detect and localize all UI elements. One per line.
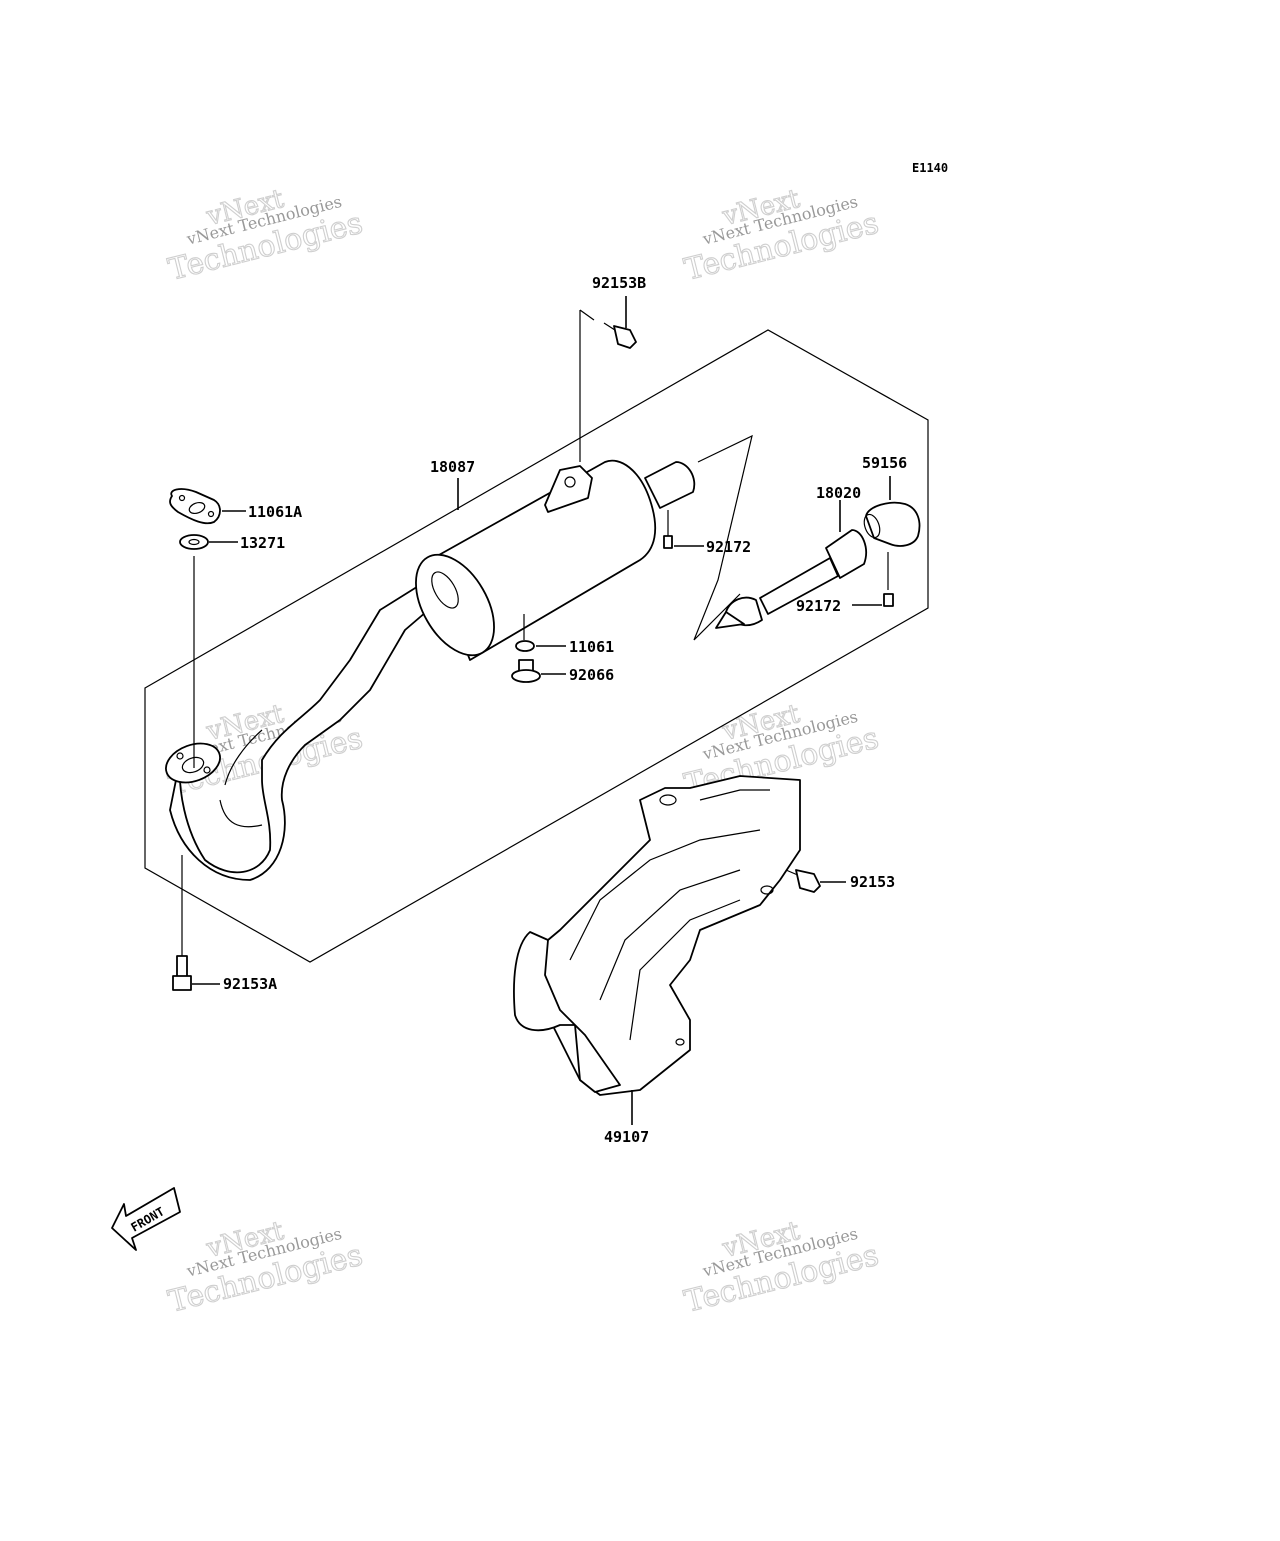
label-18020: 18020 [816, 484, 861, 502]
label-92066: 92066 [569, 666, 614, 684]
heat-guard-49107 [513, 775, 801, 1125]
label-18087: 18087 [430, 458, 475, 476]
tailpipe-group-frame [693, 434, 753, 641]
front-arrow-icon: FRONT [111, 1187, 181, 1251]
muffler-assembly-18087 [165, 459, 696, 881]
label-49107: 49107 [604, 1128, 649, 1146]
watermark: vNext vNext Technologies Technologies [164, 1215, 366, 1320]
gasket-11061 [515, 614, 566, 652]
label-92153A: 92153A [223, 975, 277, 993]
label-92153B: 92153B [592, 274, 646, 292]
diagram-code: E1140 [912, 161, 948, 175]
bolt-92153B [579, 296, 637, 462]
bolt-92153A [172, 855, 220, 991]
screw-92172-upper [663, 510, 704, 549]
gasket-11061A [169, 488, 246, 525]
bolt-92153 [785, 869, 846, 893]
watermark-group: vNext vNext Technologies Technologies vN… [164, 183, 882, 1320]
screw-92172-lower [852, 593, 894, 607]
assembly-frame [144, 329, 929, 963]
label-13271: 13271 [240, 534, 285, 552]
label-92172-upper: 92172 [706, 538, 751, 556]
label-59156: 59156 [862, 454, 907, 472]
label-11061: 11061 [569, 638, 614, 656]
pipe-18020 [715, 500, 867, 629]
watermark: vNext vNext Technologies Technologies [680, 1215, 882, 1320]
watermark: vNext vNext Technologies Technologies [680, 183, 882, 288]
washer-13271 [179, 534, 238, 768]
label-92172-lower: 92172 [796, 597, 841, 615]
label-92153: 92153 [850, 873, 895, 891]
label-11061A: 11061A [248, 503, 302, 521]
cap-59156 [863, 476, 921, 590]
plug-92066 [511, 659, 566, 683]
watermark: vNext vNext Technologies Technologies [164, 183, 366, 288]
